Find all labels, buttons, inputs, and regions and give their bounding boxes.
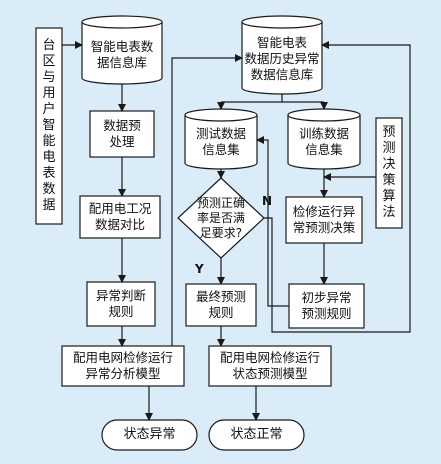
test-set-label: 测试数据 信息集: [195, 126, 246, 157]
final-rule-label: 最终预测 规则: [195, 289, 246, 320]
edge-decision-no-loop: [264, 41, 411, 333]
abnormal-rule-box: [86, 281, 156, 327]
normal-state-label: 状态正常: [230, 427, 283, 442]
test-set-cylinder-top: [184, 108, 258, 122]
abnormal-state-label: 状态异常: [123, 427, 176, 442]
abnormal-rule-label: 异常判断 规则: [95, 288, 146, 319]
initial-rule-box: [288, 283, 365, 329]
history-db-label: 智能电表 数据历史异常 数据信息库: [244, 35, 320, 82]
accuracy-decision-label: 预测正确 率是否满 足要求?: [196, 195, 245, 240]
meter-db-cylinder-top: [81, 15, 163, 29]
history-db-cylinder-top: [241, 15, 323, 29]
preprocess-label: 数据预 处理: [103, 118, 141, 149]
no-branch-label: N: [262, 194, 273, 208]
compare-label: 配用电工况 数据对比: [88, 201, 152, 232]
status-model-box: [208, 345, 332, 387]
status-model-label: 配用电网检修运行 状态预测模型: [219, 350, 320, 381]
algorithm-box: [375, 117, 403, 229]
user-data-box: [35, 27, 63, 225]
maintenance-decision-label: 检修运行异 常预测决策: [292, 204, 356, 235]
test-set-cylinder: [184, 115, 258, 170]
preprocess-box: [89, 110, 155, 158]
user-data-label: 台 区 与 用 户 智 能 电 表 数 据: [42, 38, 56, 213]
train-set-label: 训练数据 信息集: [298, 126, 349, 157]
edge-initialrule-testset: [256, 136, 289, 307]
train-set-cylinder-top: [287, 108, 361, 122]
train-set-cylinder: [287, 115, 361, 170]
connector-lines: [62, 41, 411, 421]
meter-db-label: 智能电表数 据信息库: [90, 39, 154, 70]
anomaly-model-label: 配用电网检修运行 异常分析模型: [72, 350, 173, 381]
anomaly-model-box: [61, 345, 185, 387]
final-rule-box: [185, 283, 257, 327]
initial-rule-label: 初步异常 预测规则: [301, 290, 352, 321]
yes-branch-label: Y: [195, 262, 204, 276]
compare-box: [79, 195, 161, 239]
algorithm-label: 预 测 决 策 算 法: [382, 125, 396, 220]
edge-anomalymodel-historydb: [171, 54, 243, 346]
